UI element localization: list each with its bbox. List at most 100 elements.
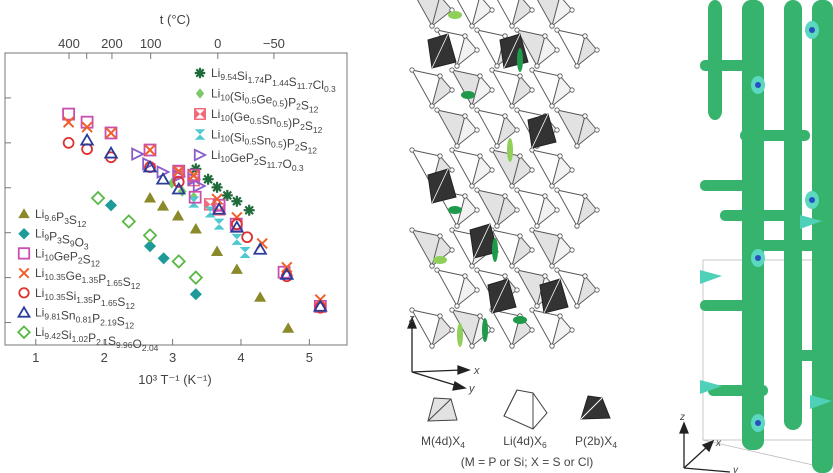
data-point-tri_filled	[230, 263, 243, 274]
anion-atom	[429, 343, 435, 349]
anion-atom	[489, 307, 495, 313]
polyhedron	[511, 235, 533, 268]
polyhedron	[576, 35, 598, 68]
anion-atom	[509, 183, 515, 189]
anion-atom	[574, 63, 580, 69]
anion-atom	[542, 113, 548, 119]
data-point-tri_right	[192, 179, 207, 193]
data-point-asterisk	[202, 173, 214, 185]
polyhedra-framework	[409, 0, 600, 349]
anion-atom	[449, 87, 455, 93]
anion-atom	[514, 267, 520, 273]
anion-atom	[509, 183, 515, 189]
li-site	[513, 316, 527, 324]
top-tick-label: −50	[263, 36, 285, 51]
top-tick-label: 400	[58, 36, 80, 51]
anion-atom	[514, 187, 520, 193]
anion-atom	[462, 33, 468, 39]
polyhedron	[451, 69, 481, 108]
polyhedron	[556, 29, 586, 68]
polyhedron	[436, 269, 466, 308]
anion-atom	[502, 113, 508, 119]
polyhedron	[411, 69, 441, 108]
anion-atom	[557, 313, 563, 319]
anion-atom	[554, 187, 560, 193]
data-point-circle	[231, 218, 243, 231]
anion-atom	[409, 307, 415, 313]
polyhedron	[417, 0, 440, 28]
polyhedron	[491, 149, 521, 188]
anion-atom	[514, 47, 520, 53]
density-cut-face	[800, 215, 822, 229]
density-bridge	[708, 385, 768, 396]
anion-atom	[494, 63, 500, 69]
anion-atom	[437, 313, 443, 319]
anion-atom	[549, 103, 555, 109]
anion-atom	[469, 183, 475, 189]
plot-frame	[4, 52, 348, 346]
anion-atom	[549, 23, 555, 29]
anion-atom	[474, 287, 480, 293]
anion-atom	[514, 127, 520, 133]
series-diamond_open	[90, 190, 204, 285]
anion-atom	[549, 23, 555, 29]
polyhedron	[451, 309, 481, 348]
unit-cell-box	[702, 259, 824, 441]
anion-atom	[449, 247, 455, 253]
polyhedron	[471, 75, 493, 108]
legend-marker-cross	[18, 267, 30, 279]
data-point-tri_filled	[254, 291, 267, 302]
legend-marker-diamond_filled	[18, 227, 30, 240]
polyhedron	[436, 29, 466, 68]
anion-atom	[454, 303, 460, 309]
anion-atom	[542, 273, 548, 279]
polyhedron	[496, 115, 518, 148]
polyhedron	[431, 0, 453, 28]
polyhedron	[476, 109, 506, 148]
anion-atom	[534, 223, 540, 229]
anion-atom	[502, 113, 508, 119]
anion-atom	[542, 193, 548, 199]
anion-atom	[542, 113, 548, 119]
polyhedron	[436, 189, 466, 228]
legend-polyhedron-li	[503, 389, 548, 430]
anion-atom	[489, 227, 495, 233]
anion-atom	[534, 303, 540, 309]
anion-atom	[529, 147, 535, 153]
anion-atom	[574, 143, 580, 149]
density-bridge	[740, 130, 810, 141]
anion-atom	[517, 153, 523, 159]
anion-atom	[529, 247, 535, 253]
anion-atom	[542, 33, 548, 39]
anion-atom	[514, 27, 520, 33]
anion-atom	[469, 263, 475, 269]
anion-atom	[529, 327, 535, 333]
density-axis-x: x	[715, 438, 722, 449]
anion-atom	[477, 313, 483, 319]
anion-atom	[494, 63, 500, 69]
anion-atom	[557, 153, 563, 159]
anion-atom	[437, 73, 443, 79]
polyhedron	[531, 309, 561, 348]
data-point-tri_open	[312, 299, 328, 312]
anion-atom	[454, 223, 460, 229]
anion-atom	[554, 107, 560, 113]
anion-atom	[437, 73, 443, 79]
legend-marker-diamond_small	[195, 88, 205, 99]
data-point-tri_filled	[172, 210, 185, 221]
x-tick-label: 3	[169, 350, 176, 365]
legend-label: Li10(Ge0.5Sn0.5)P2S12	[211, 107, 323, 135]
p-tetrahedron	[539, 278, 569, 314]
data-point-hourglass	[231, 233, 243, 245]
polyhedron	[516, 189, 546, 228]
anion-atom	[517, 73, 523, 79]
data-point-hourglass	[213, 218, 225, 230]
anion-atom	[477, 153, 483, 159]
li-site	[517, 48, 523, 72]
anion-atom	[477, 233, 483, 239]
polyhedron	[536, 115, 558, 148]
polyhedron	[491, 69, 521, 108]
anion-atom	[529, 167, 535, 173]
anion-atom	[429, 343, 435, 349]
anion-atom	[469, 23, 475, 29]
